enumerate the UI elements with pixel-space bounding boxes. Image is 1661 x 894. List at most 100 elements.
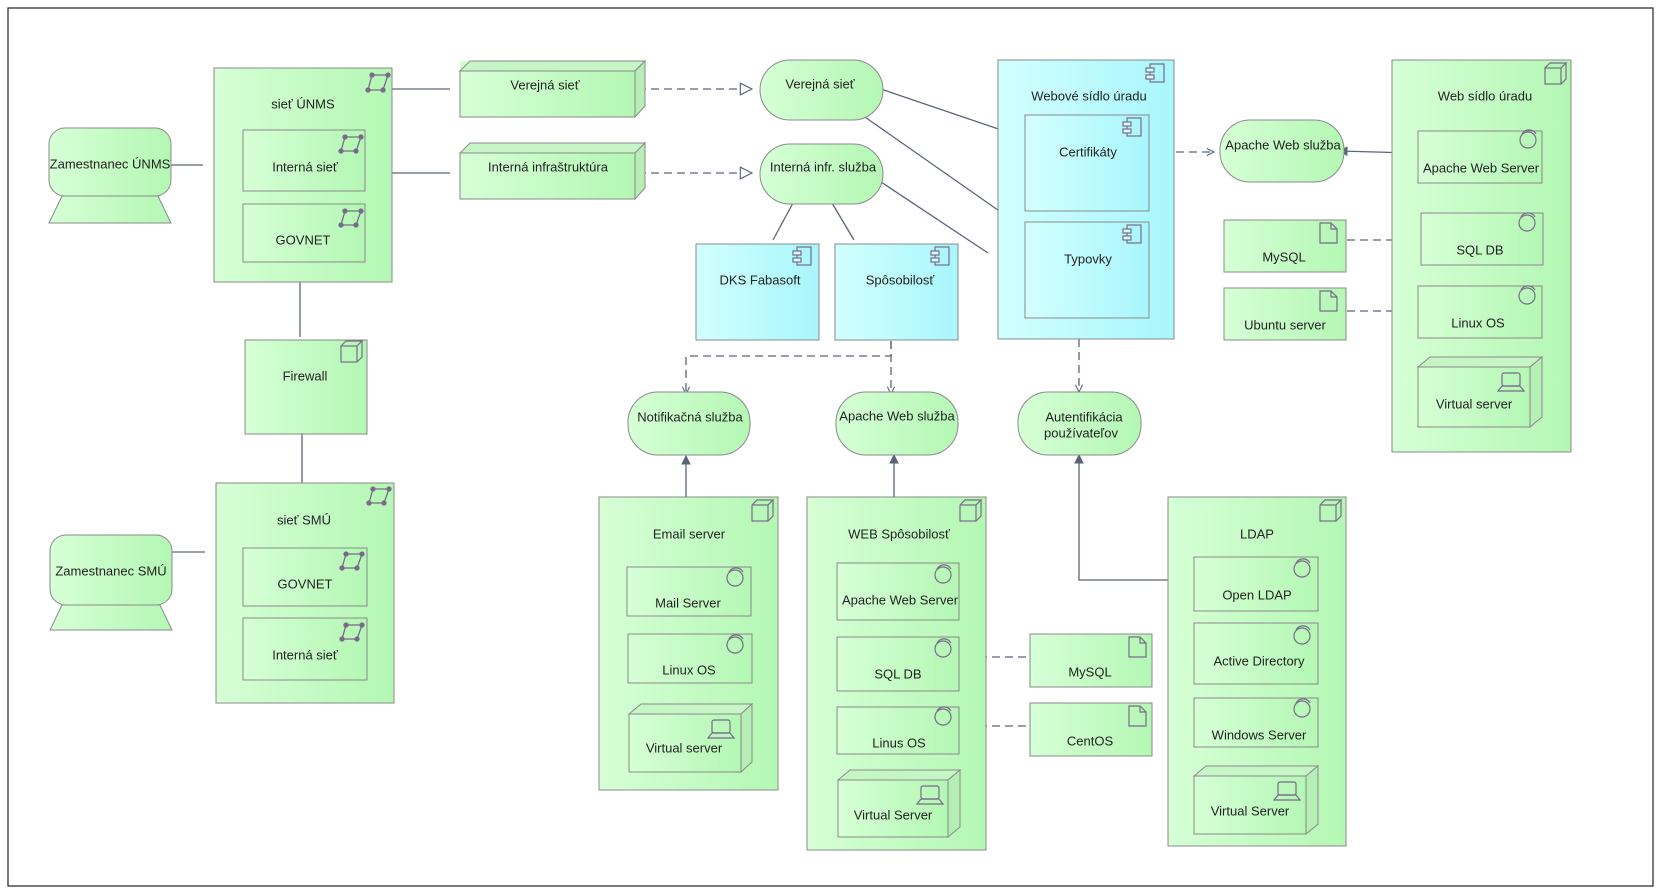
node-label: Apache Web Server — [842, 592, 959, 607]
node-label: Virtual server — [646, 740, 723, 755]
node-label: Webové sídlo úradu — [1031, 88, 1146, 103]
application-component-icon — [792, 246, 812, 266]
communication-network-icon — [338, 208, 364, 228]
node-label: Ubuntu server — [1244, 317, 1326, 332]
node-firewall[interactable]: Firewall — [244, 339, 368, 435]
node-label: Linux OS — [1451, 315, 1505, 330]
system-software-linux-os-top[interactable]: Linux OS — [1417, 285, 1543, 339]
path-interna-infrastruktura[interactable]: Interná infraštruktúra — [458, 141, 647, 201]
node-label: Firewall — [283, 368, 328, 383]
connector — [871, 85, 1020, 137]
service-apache-web-sluzba-mid[interactable]: Apache Web služba — [835, 391, 959, 456]
artifact-icon — [1319, 290, 1338, 312]
component-typovky[interactable]: Typovky — [1024, 221, 1150, 319]
artifact-mysql-top[interactable]: MySQL — [1223, 219, 1347, 273]
device-zamestnanec-unms[interactable]: Zamestnanec ÚNMS — [48, 127, 172, 224]
system-software-icon — [1293, 698, 1311, 718]
node-icon — [1319, 499, 1343, 522]
system-software-active-directory[interactable]: Active Directory — [1193, 622, 1319, 685]
node-label: Web sídlo úradu — [1438, 88, 1532, 103]
node-label: Interná sieť — [272, 647, 338, 662]
node-label: Apache Web Server — [1423, 160, 1540, 175]
node-label: Certifikáty — [1059, 144, 1117, 159]
service-verejna-siet[interactable]: Verejná sieť — [759, 59, 884, 121]
artifact-icon — [1128, 705, 1147, 727]
node-label: Interná sieť — [272, 159, 338, 174]
node-label: sieť ÚNMS — [271, 96, 335, 111]
service-apache-web-sluzba-top[interactable]: Apache Web služba — [1219, 119, 1345, 183]
system-software-apache-web-server-top[interactable]: Apache Web Server — [1417, 129, 1543, 184]
application-component-icon — [1122, 224, 1142, 244]
device-virtual-server-ldap[interactable]: Virtual Server — [1192, 764, 1320, 836]
device-icon — [1272, 781, 1302, 801]
node-label: Typovky — [1064, 251, 1112, 266]
system-software-linus-os[interactable]: Linus OS — [836, 706, 960, 755]
component-sposobilost[interactable]: Spôsobilosť — [834, 243, 959, 341]
device-virtual-server-email[interactable]: Virtual server — [627, 702, 754, 774]
device-icon — [1496, 372, 1526, 392]
service-notifikacna-sluzba[interactable]: Notifikačná služba — [627, 391, 751, 456]
system-software-sql-db-mid[interactable]: SQL DB — [836, 636, 960, 692]
node-label: Virtual server — [1436, 396, 1513, 411]
node-icon — [751, 499, 775, 522]
device-virtual-server-top[interactable]: Virtual server — [1416, 355, 1544, 429]
system-software-sql-db-top[interactable]: SQL DB — [1420, 212, 1544, 266]
node-label: Verejná sieť — [785, 76, 854, 91]
device-virtual-server-web[interactable]: Virtual Server — [836, 768, 962, 839]
node-label: MySQL — [1068, 664, 1111, 679]
network-govnet-1[interactable]: GOVNET — [242, 203, 366, 263]
connector — [871, 175, 989, 254]
system-software-icon — [1519, 129, 1537, 149]
system-software-icon — [934, 564, 952, 584]
node-label: používateľov — [1044, 425, 1118, 440]
node-label: LDAP — [1240, 526, 1274, 541]
connectors — [163, 86, 1410, 726]
node-label: DKS Fabasoft — [720, 272, 801, 287]
system-software-icon — [726, 567, 744, 587]
communication-network-icon — [338, 134, 364, 154]
node-label: Windows Server — [1212, 727, 1307, 742]
node-icon — [959, 499, 983, 522]
component-dks-fabasoft[interactable]: DKS Fabasoft — [695, 243, 820, 341]
node-label: Apache Web služba — [839, 408, 955, 423]
communication-network-icon — [365, 72, 391, 93]
node-label: MySQL — [1262, 249, 1305, 264]
artifact-mysql-mid[interactable]: MySQL — [1029, 633, 1153, 688]
node-label: Active Directory — [1213, 653, 1305, 668]
system-software-icon — [1293, 625, 1311, 645]
node-label: Interná infraštruktúra — [488, 159, 609, 174]
service-interna-infr-sluzba[interactable]: Interná infr. služba — [759, 143, 884, 205]
artifact-ubuntu-server[interactable]: Ubuntu server — [1223, 287, 1347, 341]
node-label: Virtual Server — [854, 807, 933, 822]
node-label: Autentifikácia — [1045, 409, 1123, 424]
node-label: Linux OS — [662, 662, 716, 677]
service-autentifikacia[interactable]: Autentifikácia používateľov — [1017, 391, 1142, 456]
connector — [861, 114, 1016, 223]
node-label: GOVNET — [276, 232, 331, 247]
artifact-centos[interactable]: CentOS — [1029, 702, 1153, 757]
application-component-icon — [930, 246, 950, 266]
system-software-apache-web-server-mid[interactable]: Apache Web Server — [836, 562, 960, 621]
system-software-mail-server[interactable]: Mail Server — [626, 566, 752, 617]
network-interna-siet-1[interactable]: Interná sieť — [242, 129, 366, 192]
system-software-linux-os-email[interactable]: Linux OS — [627, 633, 753, 684]
node-label: Notifikačná služba — [637, 409, 743, 424]
path-verejna-siet[interactable]: Verejná sieť — [458, 59, 647, 119]
communication-network-icon — [339, 551, 365, 571]
node-label: Interná infr. služba — [770, 159, 877, 174]
system-software-windows-server[interactable]: Windows Server — [1193, 697, 1319, 748]
system-software-open-ldap[interactable]: Open LDAP — [1193, 556, 1319, 612]
node-label: Open LDAP — [1222, 587, 1291, 602]
artifact-icon — [1128, 636, 1147, 658]
connector — [831, 202, 855, 241]
node-label: Mail Server — [655, 595, 721, 610]
system-software-icon — [1518, 212, 1536, 232]
device-zamestnanec-smu[interactable]: Zamestnanec SMÚ — [49, 534, 173, 631]
application-component-icon — [1145, 63, 1165, 83]
node-label: Zamestnanec SMÚ — [55, 563, 166, 578]
network-interna-siet-2[interactable]: Interná sieť — [242, 617, 368, 681]
network-govnet-2[interactable]: GOVNET — [242, 547, 368, 607]
component-certifikaty[interactable]: Certifikáty — [1024, 114, 1150, 212]
node-label: Virtual Server — [1211, 803, 1290, 818]
